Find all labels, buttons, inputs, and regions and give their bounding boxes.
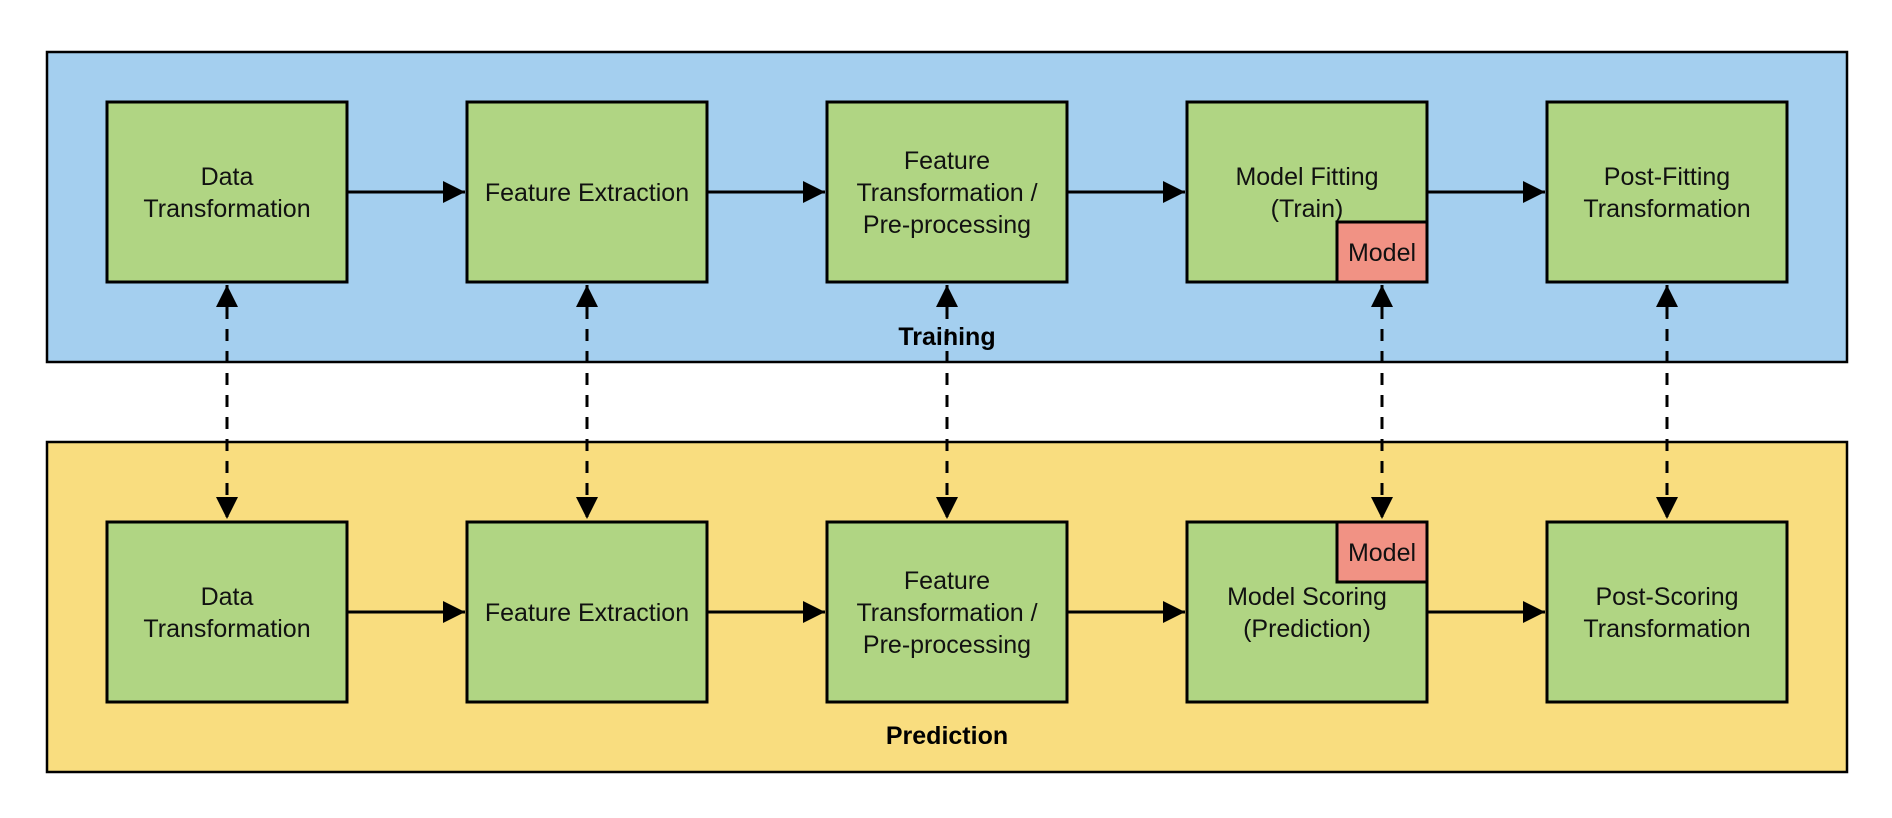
step-label: Feature — [904, 567, 990, 595]
prediction-lane-label: Prediction — [886, 722, 1008, 750]
step-label: Transformation — [1583, 195, 1750, 223]
step-label: Transformation — [143, 195, 310, 223]
step-label: Model Scoring — [1227, 583, 1387, 611]
step-label: Transformation / — [856, 179, 1037, 207]
step-box — [825, 520, 1069, 704]
step-label: Pre-processing — [863, 631, 1031, 659]
model-badge — [1335, 520, 1429, 584]
step-label: Feature Extraction — [485, 179, 689, 207]
step-label: Transformation — [1583, 615, 1750, 643]
step-label: Data — [201, 583, 254, 611]
step-box — [1545, 520, 1789, 704]
step-box — [825, 100, 1069, 284]
training-step-2: Feature Extraction — [465, 100, 709, 284]
prediction-step-2: Feature Extraction — [465, 520, 709, 704]
step-label: Feature — [904, 147, 990, 175]
step-label: Post-Scoring — [1595, 583, 1738, 611]
step-label: Model Fitting — [1235, 163, 1378, 191]
step-label: Feature Extraction — [485, 599, 689, 627]
step-label: Post-Fitting — [1604, 163, 1730, 191]
step-label: (Prediction) — [1243, 615, 1371, 643]
model-badge-label: Model — [1348, 539, 1416, 567]
prediction-step-4: Model Scoring (Prediction) Model — [1185, 520, 1429, 704]
step-label: Data — [201, 163, 254, 191]
step-box — [465, 520, 709, 704]
step-box — [105, 520, 349, 704]
step-label: (Train) — [1271, 195, 1344, 223]
model-badge — [1335, 220, 1429, 284]
step-label: Pre-processing — [863, 211, 1031, 239]
training-step-4: Model Fitting (Train)Model — [1185, 100, 1429, 284]
step-box — [1545, 100, 1789, 284]
step-label: Transformation / — [856, 599, 1037, 627]
step-label: Transformation — [143, 615, 310, 643]
step-box — [465, 100, 709, 284]
step-box — [105, 100, 349, 284]
model-badge-label: Model — [1348, 239, 1416, 267]
